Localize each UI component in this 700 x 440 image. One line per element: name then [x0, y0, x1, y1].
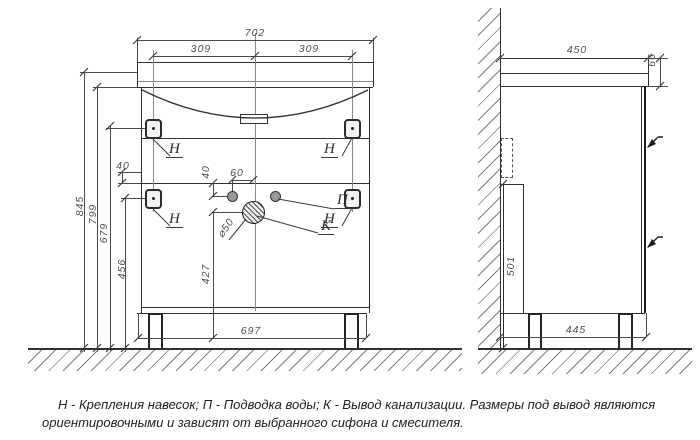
- cabinet-left-edge: [141, 87, 142, 313]
- dim-line-697: [138, 338, 366, 339]
- label-h-top-left: Н: [166, 141, 183, 158]
- bracket-top-right: [344, 119, 361, 139]
- ext-line: [106, 128, 145, 129]
- dim-456: 456: [116, 258, 128, 280]
- dim-697: 697: [240, 325, 262, 337]
- ext-line: [232, 180, 233, 191]
- bracket-center-mark: [151, 127, 155, 130]
- ext-line: [121, 198, 145, 199]
- dim-845: 845: [74, 195, 86, 217]
- ext-line: [118, 183, 141, 184]
- back-panel-top: [500, 184, 523, 185]
- countertop-left-edge: [137, 62, 138, 87]
- dim-702: 702: [244, 27, 266, 39]
- dim-drain-dia: ⌀50: [215, 215, 237, 241]
- hidden-bracket-outline: [501, 138, 513, 178]
- label-h-bottom-left: Н: [166, 211, 183, 228]
- water-hole-right: [270, 191, 281, 202]
- bracket-center-mark: [151, 197, 155, 200]
- ext-line: [93, 87, 137, 88]
- dim-427: 427: [200, 263, 212, 285]
- dim-445: 445: [565, 324, 587, 336]
- bracket-top-left: [145, 119, 162, 139]
- dim-60: 60: [230, 167, 244, 179]
- door-front-inner: [641, 86, 642, 313]
- dim-line-40-center: [213, 183, 214, 196]
- dim-450: 450: [566, 44, 588, 56]
- note-line-2: ориентировочными и зависят от выбранного…: [42, 415, 464, 430]
- ext-line: [80, 72, 137, 73]
- side-back-leg: [528, 313, 542, 350]
- ext-line: [137, 38, 138, 62]
- door-swing-arrowhead: [647, 139, 656, 148]
- dim-line-40-left: [122, 172, 123, 183]
- dimension-ticks: [79, 35, 665, 353]
- dim-line-427: [213, 212, 214, 338]
- cabinet-bottom-line2: [137, 313, 367, 314]
- countertop-right-edge: [373, 62, 374, 87]
- side-countertop-top: [500, 58, 648, 59]
- dim-501: 501: [505, 255, 517, 277]
- ext-line: [373, 38, 374, 62]
- ext-line: [366, 313, 367, 338]
- dim-40-left: 40: [116, 160, 130, 172]
- ext-line: [213, 196, 227, 197]
- back-panel-right: [523, 184, 524, 313]
- ground-hatch: [28, 350, 462, 371]
- wall-face-line: [500, 8, 501, 348]
- floor-hatch: [478, 350, 692, 374]
- dim-40-center: 40: [200, 165, 212, 179]
- side-countertop-mid: [500, 73, 648, 74]
- ext-line: [138, 313, 139, 338]
- ext-line: [646, 313, 647, 337]
- note-line-1: Н - Крепления навесок; П - Подводка воды…: [58, 397, 656, 412]
- dim-309-left: 309: [190, 43, 212, 55]
- sink-overflow-slot: [240, 114, 268, 124]
- label-h-top-right: Н: [321, 141, 338, 158]
- dim-line-66: [660, 58, 661, 86]
- front-right-leg: [344, 313, 359, 350]
- dim-679: 679: [98, 222, 110, 244]
- label-k-sewage: К: [318, 218, 334, 235]
- side-countertop-bottom: [500, 86, 648, 87]
- dim-line-60: [232, 180, 253, 181]
- dim-line-445: [500, 337, 646, 338]
- bracket-center-mark: [350, 197, 354, 200]
- door-front-outer: [644, 86, 646, 313]
- dim-309-right: 309: [298, 43, 320, 55]
- sewage-outlet-circle: [242, 201, 265, 224]
- back-panel-left: [503, 184, 504, 348]
- water-hole-left: [227, 191, 238, 202]
- cabinet-right-edge: [369, 87, 370, 313]
- front-left-leg: [148, 313, 163, 350]
- label-h-bottom-right: Н: [321, 211, 338, 228]
- bracket-bottom-left: [145, 189, 162, 209]
- label-p-water: П: [334, 192, 351, 209]
- dim-66: 66: [646, 53, 658, 67]
- door-swing-arrowhead: [647, 239, 656, 248]
- door-swing-marks: [647, 136, 663, 248]
- dim-line-309: [153, 56, 352, 57]
- ext-line: [648, 86, 668, 87]
- bracket-center-mark: [350, 127, 354, 130]
- dim-line-702: [137, 40, 373, 41]
- wall-hatch: [478, 8, 500, 348]
- side-front-leg: [618, 313, 633, 350]
